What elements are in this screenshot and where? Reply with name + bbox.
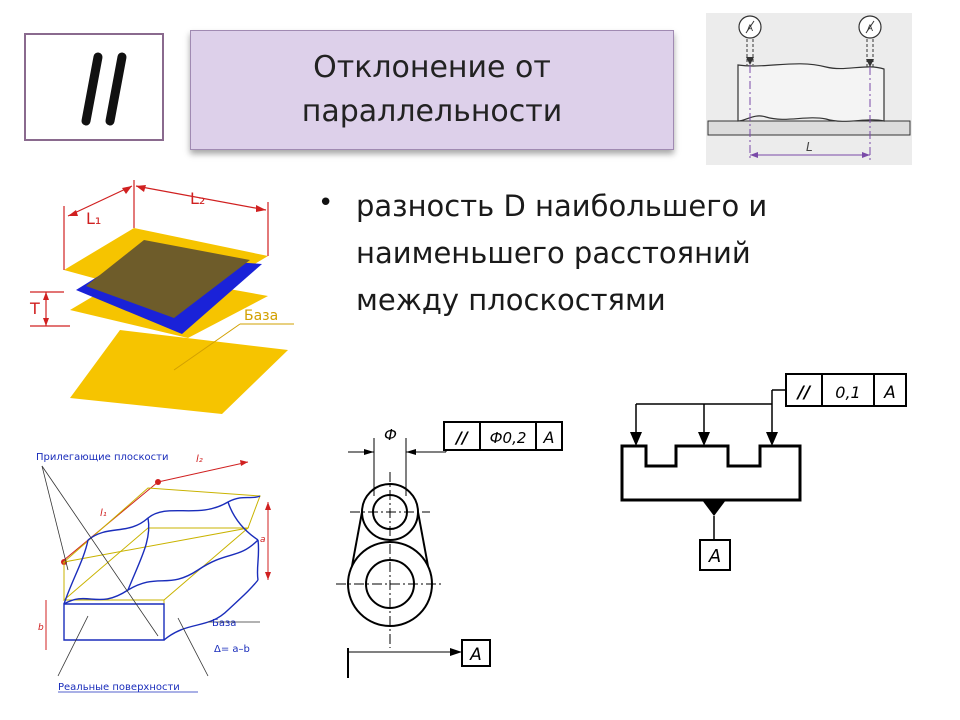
label-real-surfaces: Реальные поверхности [58, 682, 180, 693]
hole-frame-datum: A [543, 428, 555, 447]
slots-frame-datum: A [883, 383, 896, 403]
label-b: b [38, 623, 44, 633]
label-a: a [260, 535, 266, 545]
indicator-measurement-diagram: A A L [706, 13, 912, 165]
bullet-marker: • [318, 188, 334, 218]
bullet-text: разность D наибольшего и наименьшего рас… [356, 189, 768, 317]
gauge-left-label: A [747, 24, 754, 34]
hole-datum-box: A [461, 639, 491, 667]
label-adjacent-planes: Прилегающие плоскости [36, 452, 169, 463]
label-l1-small: l₁ [100, 508, 107, 519]
label-t: T [29, 299, 40, 318]
dimension-phi: Ф [384, 426, 397, 444]
hole-frame-symbol: // [454, 428, 469, 447]
hole-parallelism-drawing: Ф // Ф0,2 A A [336, 421, 563, 678]
surfaces-sketch-diagram: Прилегающие плоскости l₂ l₁ a b Ба [36, 452, 271, 693]
dimension-lines [30, 180, 269, 327]
slide-title: Отклонение от параллельности [301, 50, 563, 129]
label-delta: Δ= a–b [214, 644, 250, 655]
length-label: L [806, 140, 813, 154]
hole-feature-frame: // Ф0,2 A [443, 421, 563, 451]
slots-parallelism-drawing: // 0,1 A A [620, 373, 907, 571]
label-base-small: База [212, 618, 236, 629]
title-box: Отклонение от параллельности [190, 30, 674, 150]
slots-feature-frame: // 0,1 A [785, 373, 907, 407]
adjacent-plane [86, 240, 250, 318]
slots-datum-label: A [708, 546, 721, 567]
slots-frame-tolerance: 0,1 [835, 383, 860, 402]
hole-frame-tolerance: Ф0,2 [490, 429, 527, 447]
slots-frame-symbol: // [796, 383, 812, 403]
label-l2: L₂ [190, 189, 205, 208]
parallelism-symbol-icon [81, 52, 127, 126]
gauge-right-label: A [867, 24, 874, 34]
label-l1: L₁ [86, 209, 101, 228]
planes-tolerance-diagram: L₁ L₂ T База [29, 180, 294, 414]
label-base: База [244, 308, 278, 324]
gauge-right-icon [858, 15, 882, 67]
slots-datum-box: A [699, 539, 731, 571]
slotted-part [620, 444, 802, 502]
parallelism-symbol-box [24, 33, 164, 141]
gauge-left-icon [738, 15, 762, 65]
hole-datum-label: A [469, 645, 482, 665]
label-l2-small: l₂ [196, 454, 203, 465]
base-plane [70, 330, 288, 414]
